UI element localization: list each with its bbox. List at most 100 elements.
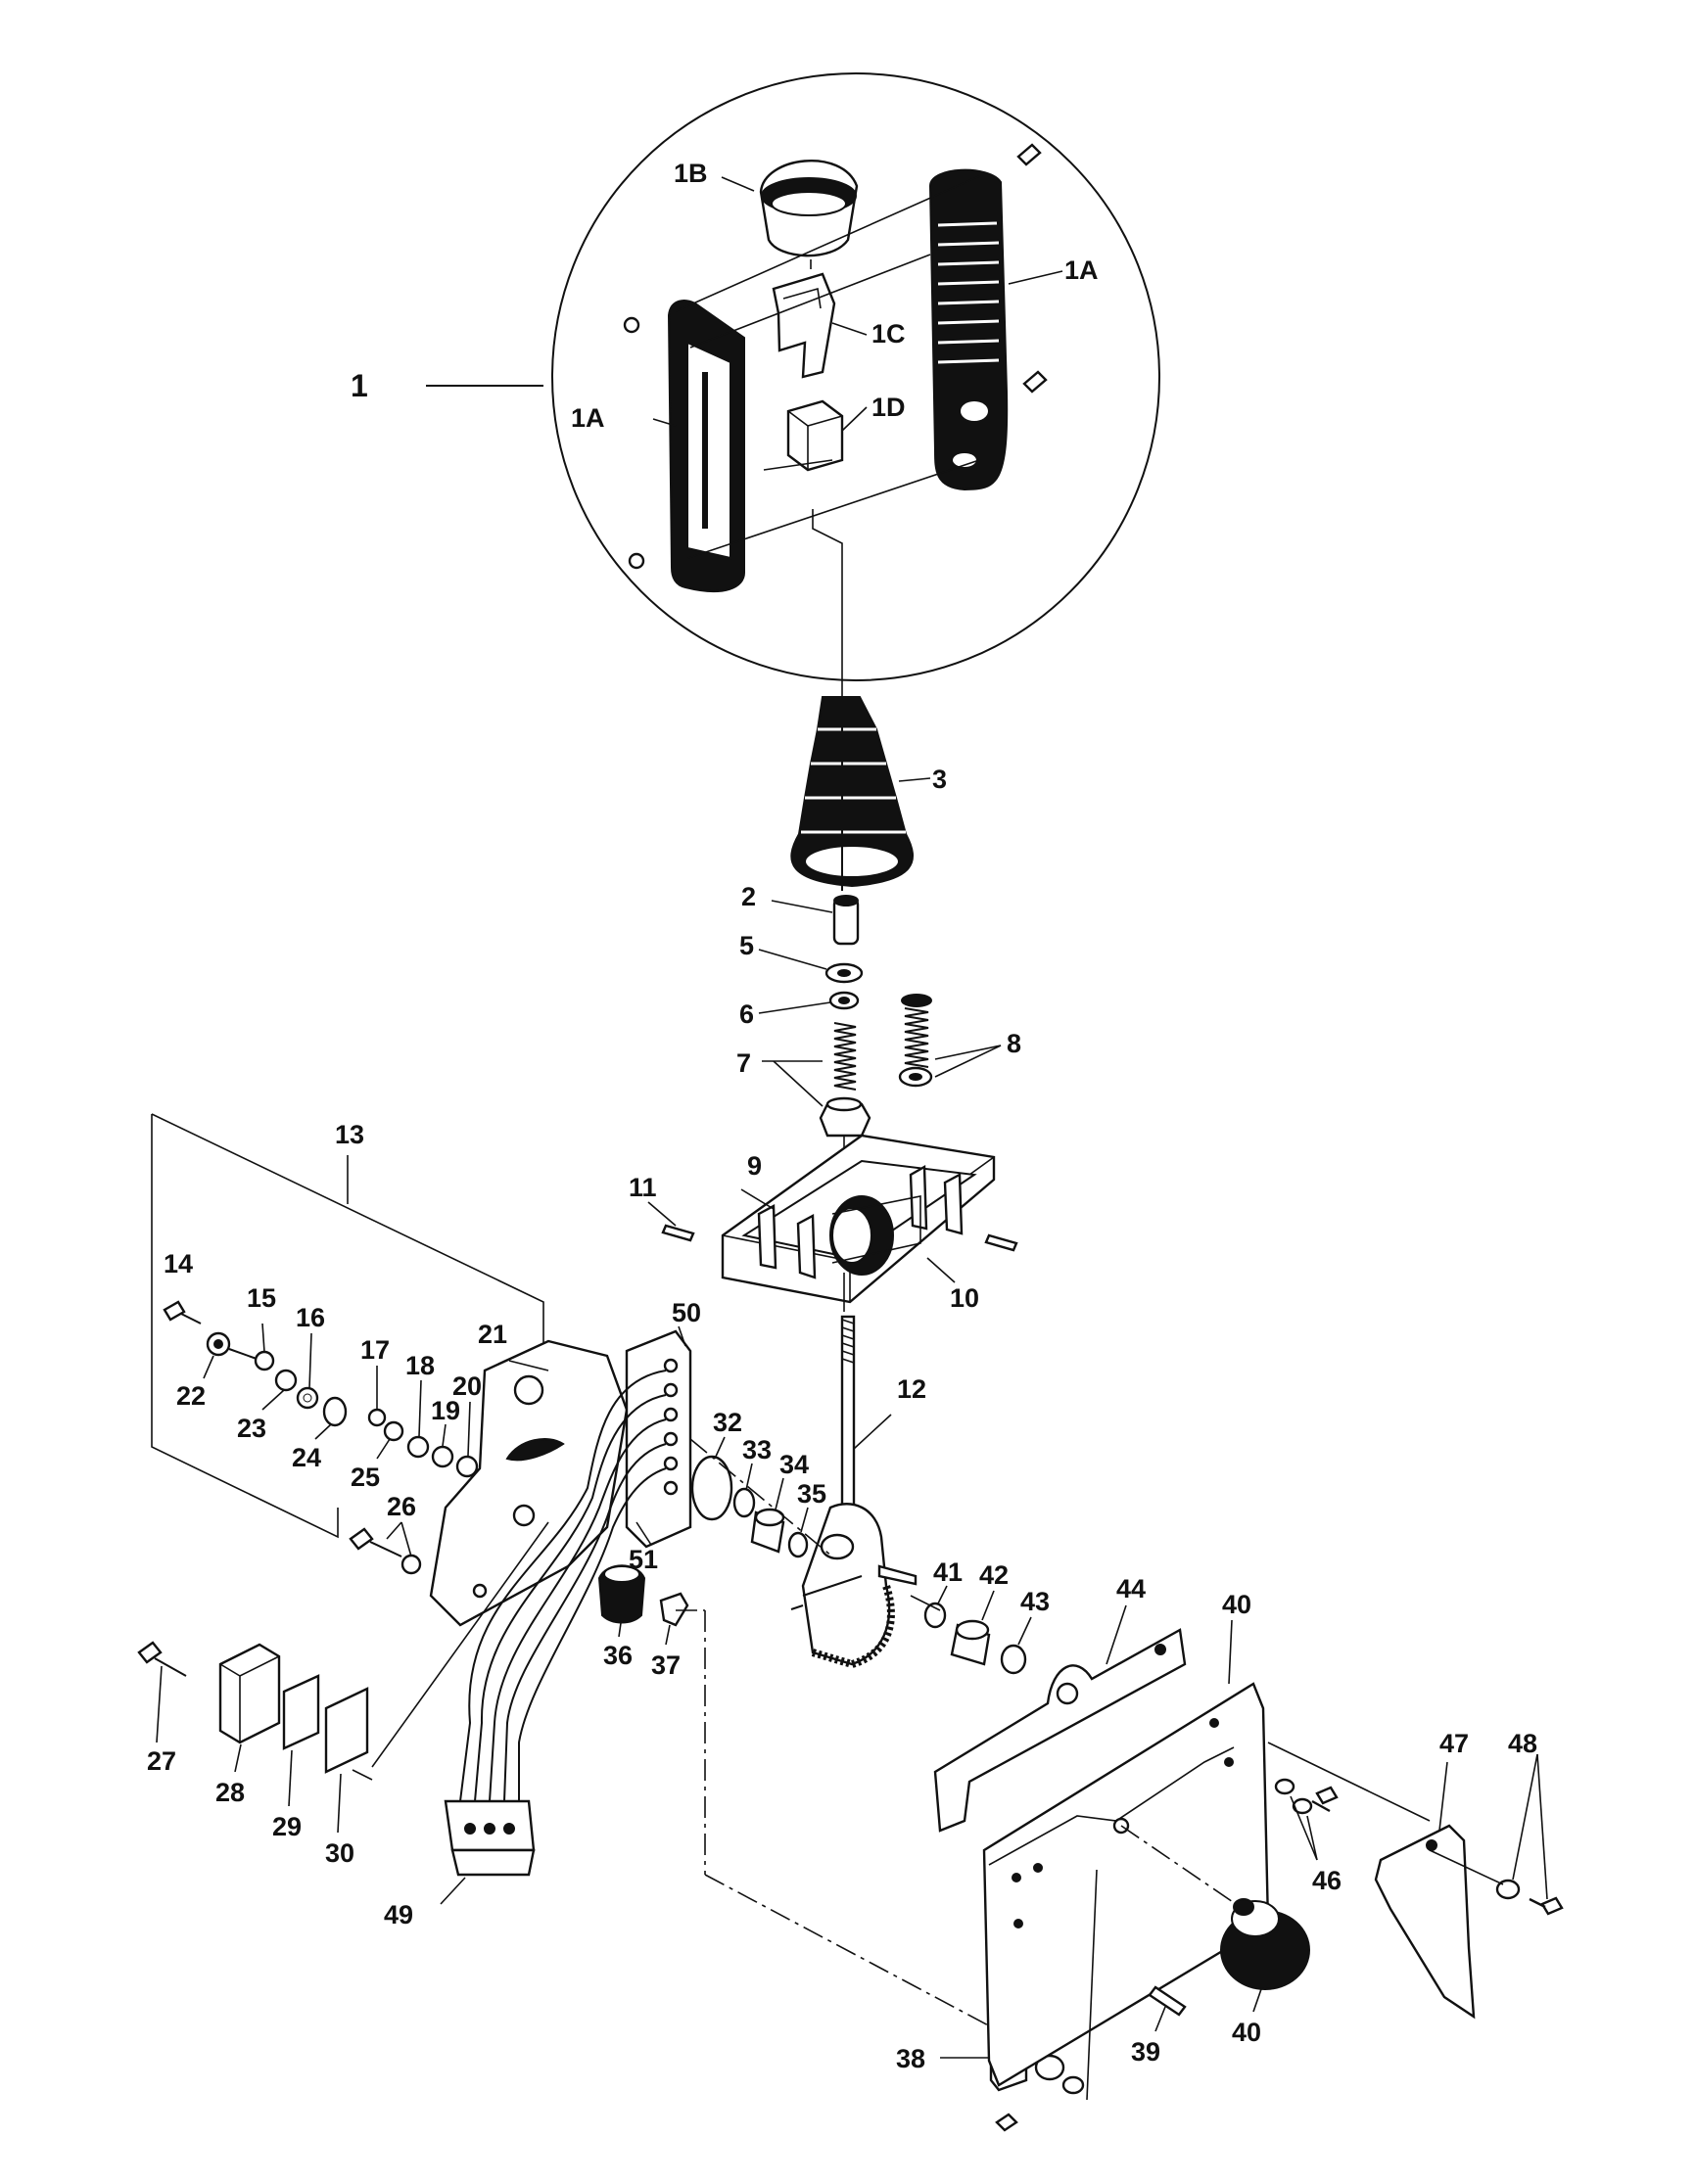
part-29-plate	[282, 1674, 320, 1807]
part-5-washer	[758, 949, 864, 984]
label-20: 20	[452, 1371, 482, 1401]
label-24: 24	[292, 1443, 321, 1472]
part-37-clip	[659, 1592, 689, 1646]
label-40-top: 40	[1222, 1590, 1251, 1619]
part-16-washer	[296, 1332, 319, 1410]
part-47-cover	[1374, 1761, 1476, 2020]
label-1a-left: 1A	[571, 403, 605, 433]
label-9: 9	[747, 1151, 762, 1181]
part-11-roll-pins	[647, 1201, 1018, 1252]
label-51: 51	[629, 1545, 658, 1574]
label-50: 50	[672, 1298, 701, 1327]
label-1b: 1B	[674, 159, 708, 188]
label-25: 25	[351, 1463, 380, 1492]
part-27-screw	[137, 1641, 187, 1743]
part-40-potentiometer	[1120, 1825, 1310, 2013]
label-18: 18	[405, 1351, 435, 1380]
label-42: 42	[979, 1560, 1009, 1590]
part-42-bushing	[950, 1590, 995, 1666]
label-15: 15	[247, 1283, 276, 1313]
label-7: 7	[736, 1048, 751, 1078]
label-37: 37	[651, 1650, 681, 1680]
label-1: 1	[351, 368, 368, 403]
part-14-screw	[163, 1300, 202, 1324]
part-28-bracket	[218, 1643, 281, 1773]
label-23: 23	[237, 1414, 266, 1443]
part-1c-bracket	[772, 272, 836, 379]
label-6: 6	[739, 999, 754, 1029]
part-10-gimbal	[829, 1195, 956, 1283]
label-39: 39	[1131, 2037, 1160, 2067]
label-21: 21	[478, 1320, 507, 1349]
label-1c: 1C	[871, 319, 906, 349]
part-41-washer	[923, 1585, 948, 1629]
part-44-plate	[933, 1604, 1187, 1833]
label-40-bottom: 40	[1232, 2018, 1261, 2047]
part-51-callout	[636, 1521, 652, 1546]
part-33-washer	[732, 1463, 756, 1518]
label-46: 46	[1312, 1866, 1342, 1895]
label-22: 22	[176, 1381, 206, 1411]
label-5: 5	[739, 931, 754, 960]
label-11: 11	[629, 1173, 657, 1202]
part-7-spring-and-cup	[762, 1022, 871, 1138]
part-15-washer	[254, 1323, 275, 1371]
part-23-washer	[261, 1369, 298, 1411]
part-1a-right-grip	[928, 143, 1048, 491]
part-39-pin	[1148, 1985, 1187, 2032]
label-49: 49	[384, 1900, 413, 1929]
part-18-washer	[406, 1379, 430, 1459]
part-50-terminal-block	[625, 1325, 692, 1549]
label-32: 32	[713, 1408, 742, 1437]
part-2-pin	[771, 895, 860, 946]
part-19-washer	[431, 1423, 454, 1468]
label-1d: 1D	[871, 393, 906, 422]
part-13-group-outline	[151, 1113, 544, 1539]
label-38: 38	[896, 2044, 925, 2073]
part-1a-left-grip	[623, 300, 745, 592]
handle-detail-circle	[426, 72, 1160, 705]
part-6-washer	[758, 991, 860, 1014]
part-35-washer	[787, 1507, 809, 1558]
label-19: 19	[431, 1396, 460, 1425]
label-36: 36	[603, 1641, 633, 1670]
label-14: 14	[164, 1249, 193, 1278]
part-26-screw-washer	[349, 1521, 422, 1575]
part-34-bushing	[750, 1477, 785, 1554]
part-labels: 1 1A 1A 1B 1C 1D 3 2 5 6 7 8 9 10 11 12 …	[147, 159, 1537, 2073]
part-8-spring-and-washer	[898, 994, 1002, 1088]
small-parts-stack	[163, 1300, 479, 1478]
part-32-ring	[690, 1436, 733, 1521]
part-46-screws-washers	[1274, 1778, 1339, 1861]
label-35: 35	[797, 1479, 826, 1509]
part-21-side-plate	[429, 1339, 629, 1627]
part-1b-knob	[759, 160, 859, 257]
part-49-wire-harness	[440, 1370, 667, 1905]
part-48-screw-washer	[1495, 1753, 1564, 1916]
label-28: 28	[215, 1778, 245, 1807]
part-1d-switch	[786, 399, 844, 472]
label-43: 43	[1020, 1587, 1050, 1616]
part-30-plate	[324, 1687, 369, 1834]
label-29: 29	[272, 1812, 302, 1841]
part-43-washer	[1000, 1616, 1032, 1675]
label-12: 12	[897, 1374, 926, 1404]
label-48: 48	[1508, 1729, 1537, 1758]
label-10: 10	[950, 1283, 979, 1313]
label-34: 34	[779, 1450, 809, 1479]
label-16: 16	[296, 1303, 325, 1332]
label-1a-right: 1A	[1064, 256, 1099, 285]
part-25-washer	[376, 1420, 404, 1460]
part-17-washer	[367, 1366, 387, 1427]
label-30: 30	[325, 1838, 354, 1868]
label-3: 3	[932, 765, 947, 794]
label-17: 17	[360, 1335, 390, 1365]
label-33: 33	[742, 1435, 772, 1464]
label-27: 27	[147, 1746, 176, 1776]
part-20-washer	[455, 1401, 479, 1478]
label-8: 8	[1007, 1029, 1021, 1058]
part-24-spacer	[314, 1396, 348, 1440]
label-2: 2	[741, 882, 756, 911]
label-13: 13	[335, 1120, 364, 1149]
